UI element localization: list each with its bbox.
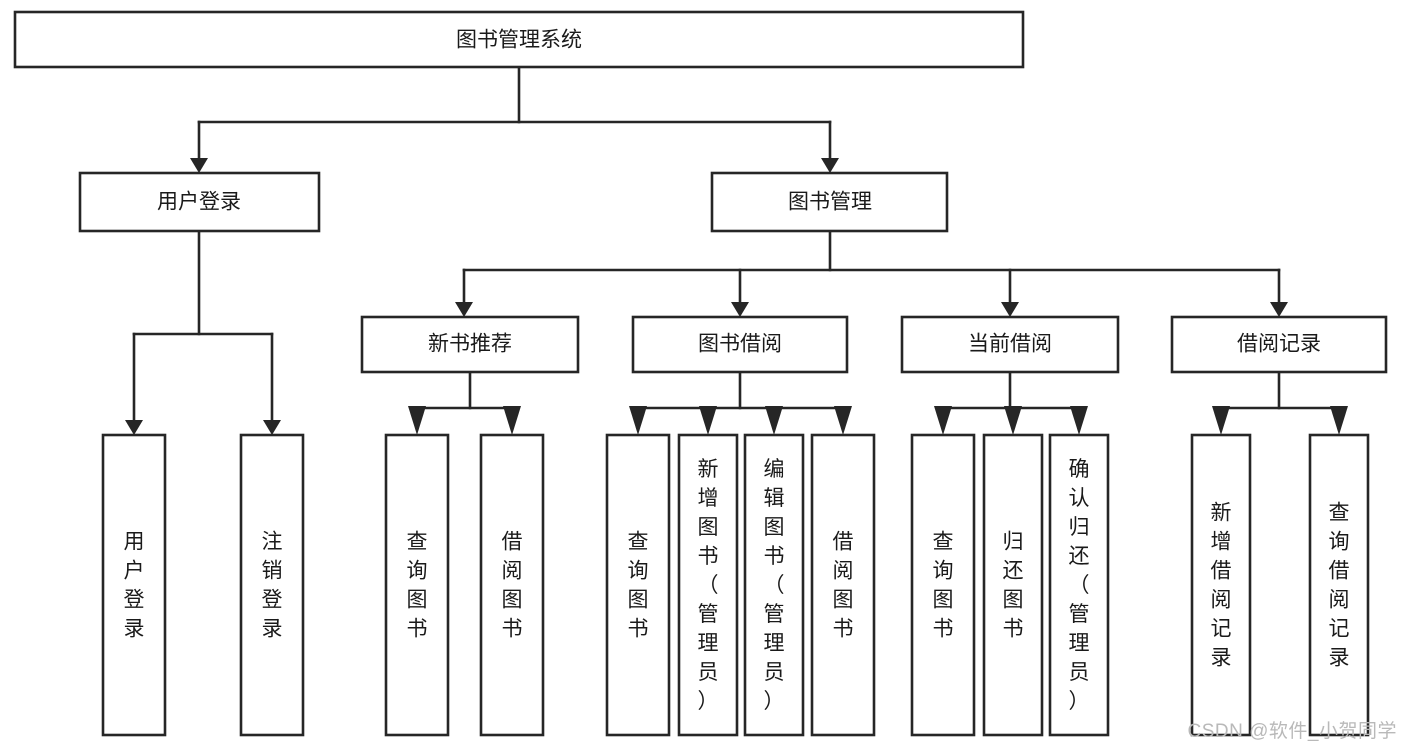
arrow-head-borrow-record bbox=[1270, 302, 1288, 317]
node-leaf-add-borrow-record-label: 新增借阅记录 bbox=[1211, 502, 1232, 670]
node-leaf-borrow-book[interactable]: 借阅图书 bbox=[810, 433, 876, 737]
node-leaf-logout-label: 注销登录 bbox=[262, 531, 283, 641]
node-book-borrow-label: 图书借阅 bbox=[698, 333, 782, 356]
connector-group-borrow-record bbox=[1212, 370, 1348, 435]
node-leaf-borrow-book-label: 借阅图书 bbox=[833, 531, 854, 641]
arrow-head-leaf-add-book bbox=[699, 406, 717, 435]
arrow-head-leaf-borrow-book-recommend bbox=[503, 406, 521, 435]
arrow-head-leaf-query-book-current bbox=[934, 406, 952, 435]
connector-group-book-management bbox=[455, 229, 1288, 317]
arrow-head-leaf-logout bbox=[263, 420, 281, 435]
node-leaf-borrow-book-recommend-box[interactable] bbox=[479, 433, 545, 737]
node-book-borrow[interactable]: 图书借阅 bbox=[631, 315, 849, 374]
node-root-box[interactable] bbox=[13, 10, 1025, 69]
node-leaf-return-book[interactable]: 归还图书 bbox=[982, 433, 1044, 737]
node-leaf-user-login[interactable]: 用户登录 bbox=[101, 433, 167, 737]
node-book-management[interactable]: 图书管理 bbox=[710, 171, 949, 233]
node-leaf-query-book-borrow[interactable]: 查询图书 bbox=[605, 433, 671, 737]
node-leaf-add-borrow-record[interactable]: 新增借阅记录 bbox=[1190, 433, 1252, 737]
arrow-head-leaf-query-book-borrow bbox=[629, 406, 647, 435]
node-book-management-box[interactable] bbox=[710, 171, 949, 233]
arrow-head-leaf-return-book bbox=[1004, 406, 1022, 435]
node-leaf-user-login-label: 用户登录 bbox=[124, 531, 145, 641]
node-leaf-borrow-book-recommend-label: 借阅图书 bbox=[502, 531, 523, 641]
arrow-head-book-management bbox=[821, 158, 839, 173]
node-leaf-add-book-label: 新增图书（管理员） bbox=[698, 458, 719, 713]
node-leaf-query-book-recommend-box[interactable] bbox=[384, 433, 450, 737]
arrow-head-leaf-user-login bbox=[125, 420, 143, 435]
node-leaf-query-borrow-record-label: 查询借阅记录 bbox=[1329, 502, 1350, 670]
node-book-borrow-box[interactable] bbox=[631, 315, 849, 374]
node-borrow-record-label: 借阅记录 bbox=[1237, 333, 1321, 356]
leaf-node-layer: 用户登录 注销登录 查询图书 借阅图书 查询图书 新增图书（管理员） 编辑图书（管理员） 借阅… bbox=[101, 433, 1370, 737]
connector-group-new-book-recommend bbox=[408, 370, 521, 435]
node-user-login-label: 用户登录 bbox=[157, 191, 241, 214]
node-leaf-query-book-borrow-label: 查询图书 bbox=[628, 531, 649, 641]
arrow-head-leaf-query-book-recommend bbox=[408, 406, 426, 435]
arrow-head-leaf-query-borrow-record bbox=[1330, 406, 1348, 435]
arrow-head-leaf-confirm-return bbox=[1070, 406, 1088, 435]
node-leaf-user-login-box[interactable] bbox=[101, 433, 167, 737]
node-leaf-add-book[interactable]: 新增图书（管理员） bbox=[677, 433, 739, 737]
node-leaf-return-book-label: 归还图书 bbox=[1003, 531, 1024, 641]
node-leaf-borrow-book-box[interactable] bbox=[810, 433, 876, 737]
node-leaf-query-book-recommend-label: 查询图书 bbox=[407, 531, 428, 641]
arrow-head-leaf-borrow-book bbox=[834, 406, 852, 435]
node-new-book-recommend-label: 新书推荐 bbox=[428, 333, 512, 356]
node-leaf-query-book-current-label: 查询图书 bbox=[933, 531, 954, 641]
node-new-book-recommend[interactable]: 新书推荐 bbox=[360, 315, 580, 374]
node-book-management-label: 图书管理 bbox=[788, 191, 872, 214]
node-leaf-query-book-recommend[interactable]: 查询图书 bbox=[384, 433, 450, 737]
node-new-book-recommend-box[interactable] bbox=[360, 315, 580, 374]
node-root-label: 图书管理系统 bbox=[456, 29, 582, 52]
node-leaf-query-borrow-record-box[interactable] bbox=[1308, 433, 1370, 737]
node-user-login-box[interactable] bbox=[78, 171, 321, 233]
node-leaf-query-book-current[interactable]: 查询图书 bbox=[910, 433, 976, 737]
node-leaf-return-book-box[interactable] bbox=[982, 433, 1044, 737]
arrow-head-new-book-recommend bbox=[455, 302, 473, 317]
node-current-borrow[interactable]: 当前借阅 bbox=[900, 315, 1120, 374]
connector-group-root bbox=[190, 65, 839, 173]
node-leaf-edit-book[interactable]: 编辑图书（管理员） bbox=[743, 433, 805, 737]
node-leaf-query-book-current-box[interactable] bbox=[910, 433, 976, 737]
connector-group-current-borrow bbox=[934, 370, 1088, 435]
connector-group-user-login bbox=[125, 229, 281, 435]
node-leaf-query-book-borrow-box[interactable] bbox=[605, 433, 671, 737]
arrow-head-book-borrow bbox=[731, 302, 749, 317]
node-leaf-query-borrow-record[interactable]: 查询借阅记录 bbox=[1308, 433, 1370, 737]
node-leaf-borrow-book-recommend[interactable]: 借阅图书 bbox=[479, 433, 545, 737]
node-borrow-record-box[interactable] bbox=[1170, 315, 1388, 374]
arrow-head-leaf-add-borrow-record bbox=[1212, 406, 1230, 435]
connector-group-book-borrow bbox=[629, 370, 852, 435]
node-current-borrow-label: 当前借阅 bbox=[968, 333, 1052, 356]
arrow-head-leaf-edit-book bbox=[765, 406, 783, 435]
node-leaf-logout-box[interactable] bbox=[239, 433, 305, 737]
arrow-head-current-borrow bbox=[1001, 302, 1019, 317]
node-leaf-confirm-return[interactable]: 确认归还（管理员） bbox=[1048, 433, 1110, 737]
node-leaf-edit-book-box[interactable] bbox=[743, 433, 805, 737]
node-borrow-record[interactable]: 借阅记录 bbox=[1170, 315, 1388, 374]
node-root[interactable]: 图书管理系统 bbox=[13, 10, 1025, 69]
arrow-head-user-login bbox=[190, 158, 208, 173]
node-leaf-edit-book-label: 编辑图书（管理员） bbox=[764, 458, 785, 713]
node-leaf-confirm-return-box[interactable] bbox=[1048, 433, 1110, 737]
node-user-login[interactable]: 用户登录 bbox=[78, 171, 321, 233]
node-leaf-add-book-box[interactable] bbox=[677, 433, 739, 737]
node-current-borrow-box[interactable] bbox=[900, 315, 1120, 374]
node-leaf-add-borrow-record-box[interactable] bbox=[1190, 433, 1252, 737]
node-leaf-logout[interactable]: 注销登录 bbox=[239, 433, 305, 737]
node-leaf-confirm-return-label: 确认归还（管理员） bbox=[1069, 458, 1090, 713]
